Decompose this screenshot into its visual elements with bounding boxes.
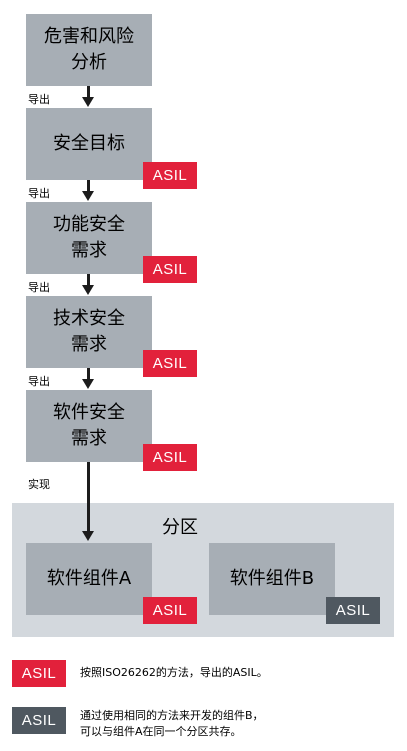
asil-badge: ASIL xyxy=(143,256,197,283)
implement-label: 实现 xyxy=(28,478,50,491)
legend-asil-dark-badge: ASIL xyxy=(12,707,66,734)
step-label: 需求 xyxy=(71,240,107,261)
step-technical-safety-req: 技术安全 需求 xyxy=(26,296,152,368)
component-label: 软件组件B xyxy=(229,568,315,589)
arrow-shaft xyxy=(87,462,90,532)
step-functional-safety-req: 功能安全 需求 xyxy=(26,202,152,274)
arrow-head-icon xyxy=(82,285,94,295)
derive-label: 导出 xyxy=(28,93,50,106)
component-a: 软件组件A xyxy=(26,543,152,615)
step-label: 功能安全 xyxy=(53,214,125,235)
partition-title: 分区 xyxy=(162,517,198,538)
legend-text-line: 通过使用相同的方法来开发的组件B， xyxy=(80,709,264,722)
step-hazard-analysis: 危害和风险 分析 xyxy=(26,14,152,86)
legend-asil-red-badge: ASIL xyxy=(12,660,66,687)
step-label: 危害和风险 xyxy=(44,26,134,47)
arrow-shaft xyxy=(87,180,90,192)
component-label: 软件组件A xyxy=(46,568,132,589)
arrow-head-icon xyxy=(82,191,94,201)
asil-badge: ASIL xyxy=(143,597,197,624)
derive-label: 导出 xyxy=(28,187,50,200)
asil-badge: ASIL xyxy=(143,162,197,189)
legend-text: 按照ISO26262的方法，导出的ASIL。 xyxy=(80,666,268,679)
step-label: 需求 xyxy=(71,334,107,355)
derive-label: 导出 xyxy=(28,281,50,294)
arrow-shaft xyxy=(87,368,90,380)
step-label: 技术安全 xyxy=(53,308,125,329)
arrow-shaft xyxy=(87,86,90,98)
step-safety-goal: 安全目标 xyxy=(26,108,152,180)
arrow-head-icon xyxy=(82,379,94,389)
arrow-head-icon xyxy=(82,97,94,107)
step-software-safety-req: 软件安全 需求 xyxy=(26,390,152,462)
arrow-head-icon xyxy=(82,531,94,541)
step-label: 需求 xyxy=(71,428,107,449)
asil-badge: ASIL xyxy=(326,597,380,624)
asil-badge: ASIL xyxy=(143,444,197,471)
step-label: 软件安全 xyxy=(53,402,125,423)
legend-text: 通过使用相同的方法来开发的组件B， 可以与组件A在同一个分区共存。 xyxy=(80,708,264,740)
derive-label: 导出 xyxy=(28,375,50,388)
step-label: 分析 xyxy=(71,52,107,73)
step-label: 安全目标 xyxy=(53,133,125,154)
asil-badge: ASIL xyxy=(143,350,197,377)
component-b: 软件组件B xyxy=(209,543,335,615)
arrow-shaft xyxy=(87,274,90,286)
legend-text-line: 可以与组件A在同一个分区共存。 xyxy=(80,725,242,738)
